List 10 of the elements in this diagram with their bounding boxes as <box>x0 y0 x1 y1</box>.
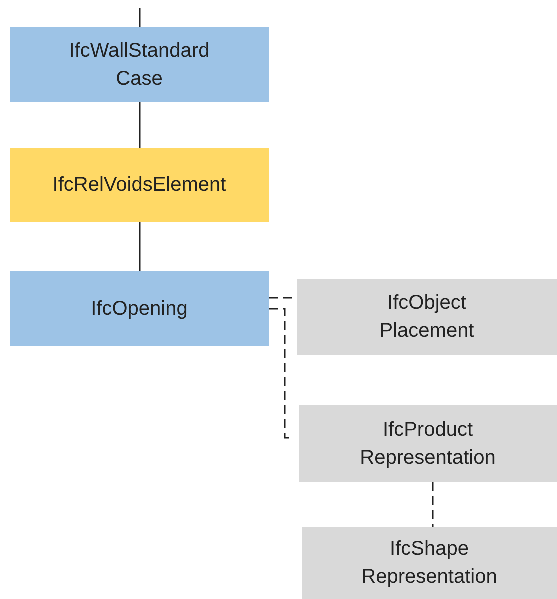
resource-box: IfcObject Placement <box>297 279 557 355</box>
resource-box: IfcProduct Representation <box>299 405 557 482</box>
entity-box: IfcWallStandard Case <box>10 27 269 102</box>
entity-box: IfcOpening <box>10 271 269 346</box>
connector-line <box>432 482 434 527</box>
relation-box: IfcRelVoidsElement <box>10 148 269 222</box>
connector-line <box>139 8 141 27</box>
connector-line <box>139 102 141 148</box>
resource-box: IfcShape Representation <box>302 527 557 599</box>
connector-line <box>139 222 141 271</box>
